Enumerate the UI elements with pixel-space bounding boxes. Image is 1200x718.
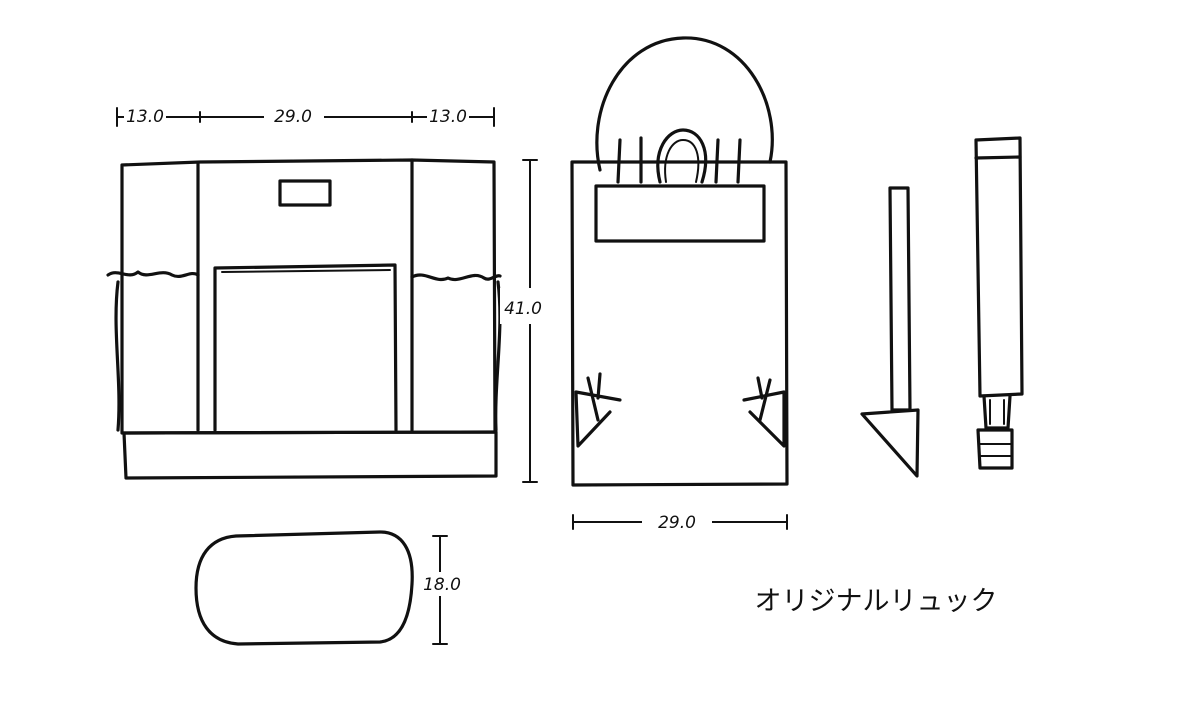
back-left-strap-clip — [574, 372, 622, 448]
pole-end-cap — [976, 428, 1014, 470]
height-dimension: 41.0 — [500, 159, 542, 483]
back-view: 29.0 — [570, 36, 789, 534]
back-body-panel — [570, 160, 789, 487]
front-right-side-pocket — [410, 273, 502, 282]
bottom-depth-dimension: 18.0 — [420, 535, 464, 645]
front-left-side-pocket — [106, 270, 200, 279]
back-width-dimension: 29.0 — [572, 510, 788, 534]
front-top-dimension: 13.0 29.0 13.0 — [116, 104, 495, 127]
back-width-label: 29.0 — [658, 513, 696, 533]
back-top-flap — [595, 36, 774, 172]
front-handle-slot — [278, 179, 332, 207]
bottom-outline — [194, 530, 414, 646]
back-top-band — [594, 184, 766, 243]
stake-part — [860, 186, 920, 478]
bottom-view: 18.0 — [194, 530, 464, 646]
front-view: 13.0 29.0 13.0 41.0 — [106, 104, 542, 483]
back-handle-loop — [656, 128, 708, 184]
stake-tip — [860, 408, 920, 478]
pole-tube — [974, 136, 1024, 398]
front-base-band — [122, 430, 498, 480]
diagram-title: オリジナルリュック — [755, 586, 998, 617]
front-body-outline — [120, 158, 497, 435]
back-right-strap-clip — [742, 376, 786, 448]
height-label: 41.0 — [504, 299, 542, 319]
front-right-width-label: 13.0 — [429, 107, 467, 127]
bottom-depth-label: 18.0 — [423, 575, 461, 595]
front-left-width-label: 13.0 — [126, 107, 164, 127]
front-pocket — [213, 263, 398, 432]
front-center-width-label: 29.0 — [274, 107, 312, 127]
pole-joint — [982, 394, 1012, 430]
stake-shaft — [888, 186, 912, 412]
pole-part — [974, 136, 1024, 470]
